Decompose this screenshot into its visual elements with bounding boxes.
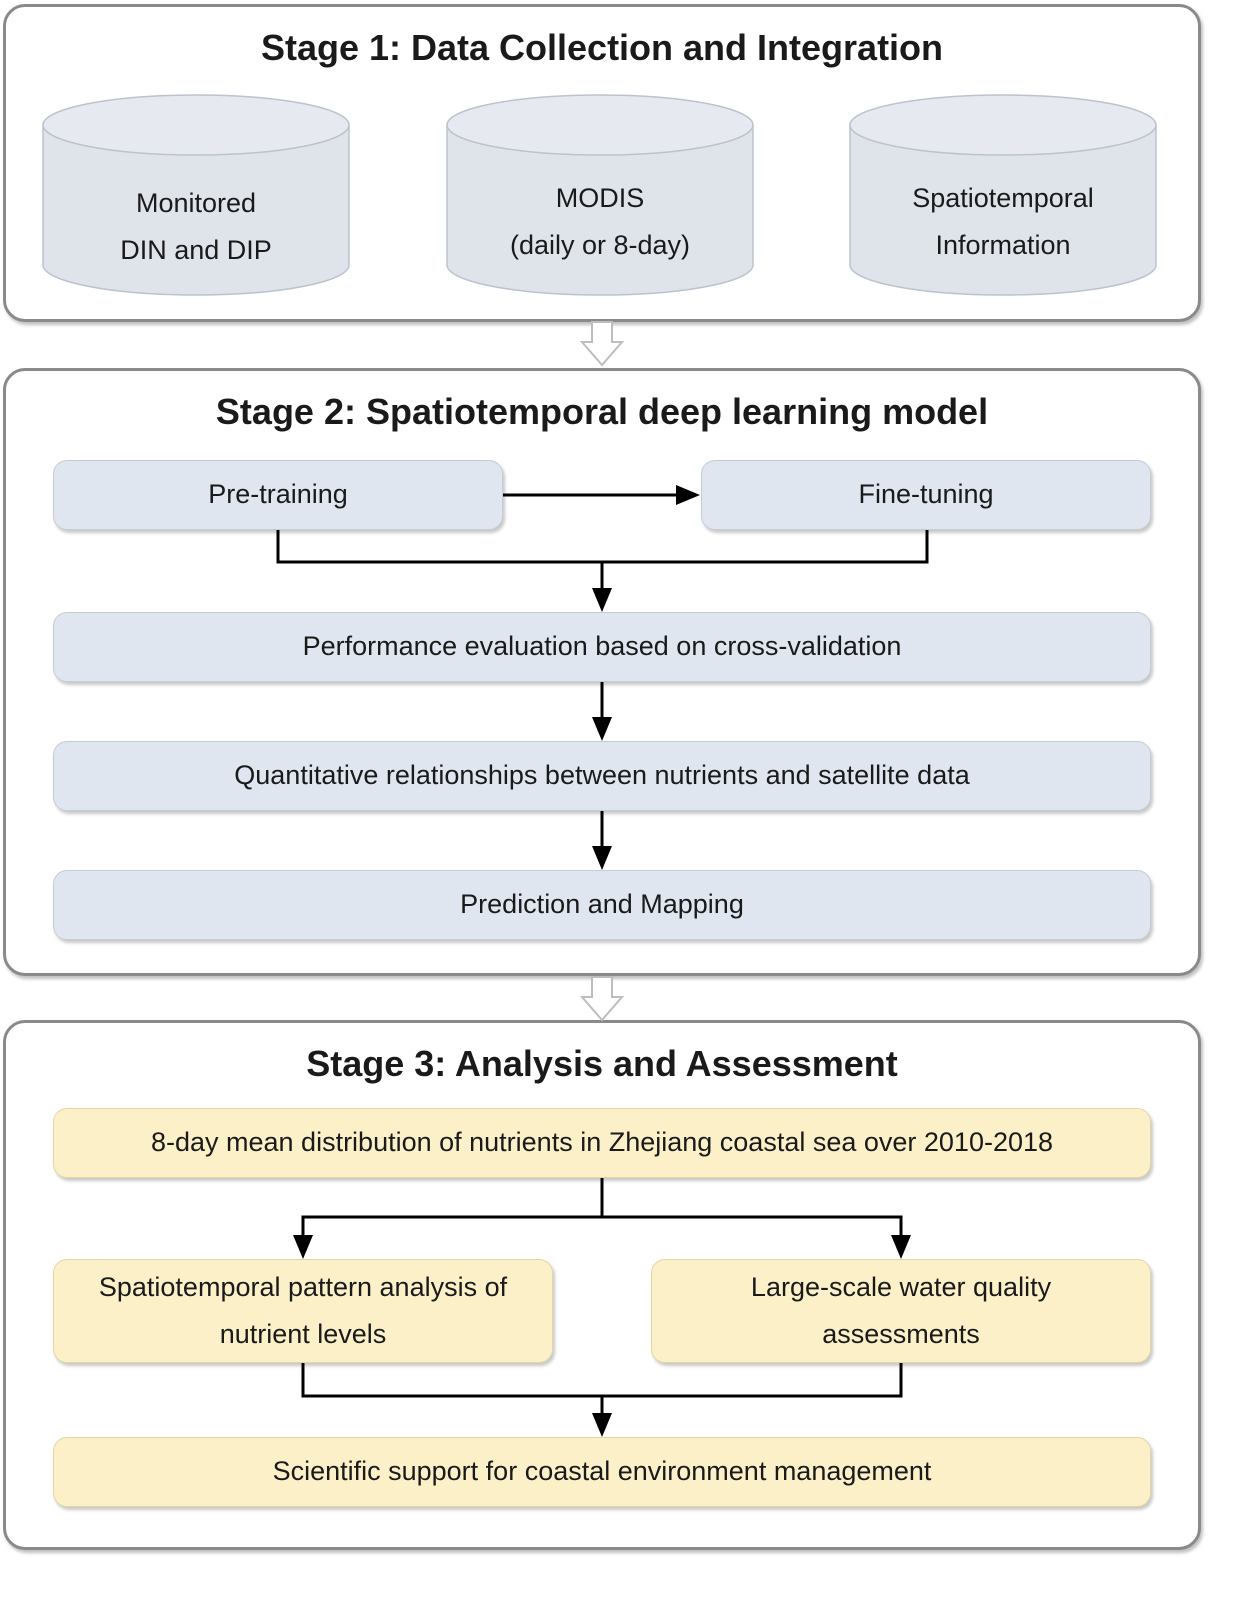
water-quality-line2: assessments — [822, 1319, 980, 1349]
source-spatiotemporal: Spatiotemporal Information — [847, 175, 1159, 270]
water-quality-box: Large-scale water quality assessments — [651, 1259, 1151, 1363]
relationships-box: Quantitative relationships between nutri… — [53, 741, 1151, 811]
source-modis-line1: MODIS — [555, 183, 645, 213]
source-modis-line2: (daily or 8-day) — [509, 230, 691, 261]
prediction-arrowhead — [592, 846, 612, 870]
source-spatiotemporal-line1: Spatiotemporal — [912, 183, 1094, 213]
evaluation-box: Performance evaluation based on cross-va… — [53, 612, 1151, 682]
stage-3-title: Stage 3: Analysis and Assessment — [306, 1043, 898, 1084]
quality-arrowhead — [891, 1235, 911, 1259]
water-quality-line1: Large-scale water quality — [750, 1271, 1052, 1302]
database-cylinder-modis — [446, 94, 754, 296]
source-monitored: Monitored DIN and DIP — [40, 180, 352, 275]
stage-2-to-3-arrow — [579, 976, 625, 1022]
distribution-box: 8-day mean distribution of nutrients in … — [53, 1108, 1151, 1178]
pattern-analysis-box: Spatiotemporal pattern analysis of nutri… — [53, 1259, 553, 1363]
source-modis: MODIS (daily or 8-day) — [444, 175, 756, 270]
support-arrowhead — [592, 1413, 612, 1437]
merge-to-support-line — [301, 1363, 903, 1398]
merge-to-evaluation-line — [276, 530, 929, 564]
relationships-arrowhead — [592, 717, 612, 741]
stage-1-to-2-arrow — [579, 321, 625, 367]
stage-1-title: Stage 1: Data Collection and Integration — [260, 27, 944, 68]
stage-2-title: Stage 2: Spatiotemporal deep learning mo… — [215, 391, 989, 432]
database-cylinder-spatiotemporal — [849, 94, 1157, 296]
pattern-analysis-line1: Spatiotemporal pattern analysis of — [98, 1271, 508, 1302]
split-line — [301, 1215, 903, 1240]
prediction-box: Prediction and Mapping — [53, 870, 1151, 940]
source-monitored-line1: Monitored — [135, 188, 257, 218]
finetuning-box: Fine-tuning — [701, 460, 1151, 530]
pretraining-box: Pre-training — [53, 460, 503, 530]
source-monitored-line2: DIN and DIP — [120, 235, 272, 266]
evaluation-arrowhead — [592, 588, 612, 612]
pretrain-to-finetune-arrowhead — [676, 485, 700, 505]
pattern-arrowhead — [293, 1235, 313, 1259]
pattern-analysis-line2: nutrient levels — [219, 1319, 387, 1349]
support-box: Scientific support for coastal environme… — [53, 1437, 1151, 1507]
source-spatiotemporal-line2: Information — [935, 230, 1071, 261]
database-cylinder-monitored — [42, 94, 350, 296]
